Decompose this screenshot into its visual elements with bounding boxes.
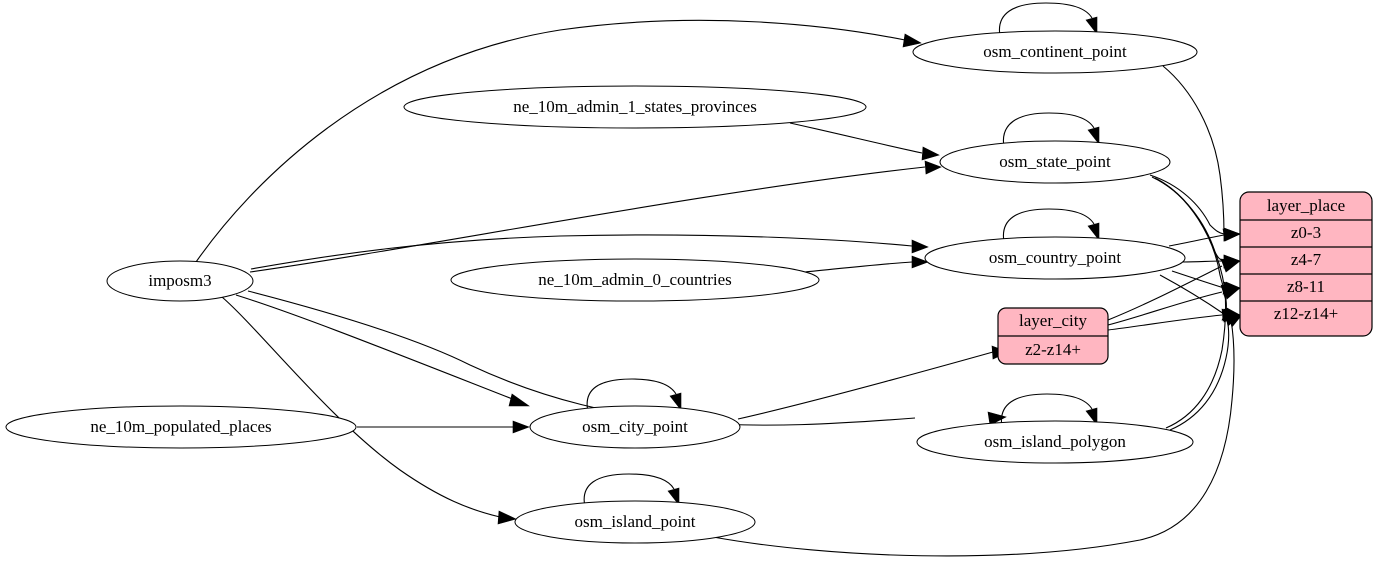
node-label-osm_state_point: osm_state_point <box>999 152 1111 171</box>
edge-layer_city-to-layer_place-z12_14 <box>1107 314 1223 331</box>
arrowhead <box>911 255 929 269</box>
edge-self-loop-osm_state_point <box>1002 112 1095 148</box>
node-label-ne_10m_admin_0_countries: ne_10m_admin_0_countries <box>538 270 732 289</box>
edge-ne_10m_admin_1_states_provinces-to-osm_state_point <box>789 122 923 154</box>
node-label-osm_island_polygon: osm_island_polygon <box>984 432 1126 451</box>
edge-imposm3-to-osm_island_polygon <box>247 290 916 426</box>
edge-osm_country_point-to-layer_place-z12_14 <box>1159 274 1225 315</box>
edge-imposm3-to-osm_state_point <box>249 166 926 273</box>
edge-osm_country_point-to-layer_place-z8_11 <box>1171 270 1225 289</box>
edge-layer_city-to-layer_place-z8_11 <box>1107 291 1223 326</box>
arrowhead <box>902 33 922 48</box>
node-label-osm_city_point: osm_city_point <box>582 417 688 436</box>
edge-osm_island_polygon-to-layer_place-z12_14 <box>1169 318 1230 431</box>
node-ne_10m_admin_0_countries[interactable]: ne_10m_admin_0_countries <box>450 258 820 302</box>
record-layer: layer_city z2-z14+ layer_place z0-3 z4-7… <box>997 191 1373 365</box>
edge-imposm3-to-osm_continent_point <box>195 19 906 263</box>
edge-osm_city_point-to-layer_city <box>737 351 994 420</box>
edge-imposm3-to-osm_island_point <box>221 296 501 518</box>
node-ne_10m_populated_places[interactable]: ne_10m_populated_places <box>5 405 357 449</box>
edge-osm_country_point-to-layer_place-z0_3 <box>1168 234 1225 247</box>
arrowhead <box>667 487 680 506</box>
node-label-osm_continent_point: osm_continent_point <box>983 42 1127 61</box>
edge-self-loop-osm_country_point <box>1002 208 1095 243</box>
record-row-layer_place-header: layer_place <box>1267 196 1345 215</box>
edge-osm_state_point-to-layer_place-z8_11 <box>1154 177 1225 289</box>
arrowhead <box>911 239 929 254</box>
arrowhead <box>1222 228 1241 242</box>
node-imposm3[interactable]: imposm3 <box>106 260 254 302</box>
edge-osm_continent_point-to-layer_place-z0_3 <box>1162 65 1225 235</box>
edge-osm_country_point-to-layer_place-z4_7 <box>1182 260 1225 263</box>
arrowhead <box>1223 285 1241 300</box>
node-ne_10m_admin_1_states_provinces[interactable]: ne_10m_admin_1_states_provinces <box>403 85 867 129</box>
edge-self-loop-osm_island_point <box>583 473 675 508</box>
node-label-osm_island_point: osm_island_point <box>575 512 696 531</box>
node-osm_continent_point[interactable]: osm_continent_point <box>912 30 1198 74</box>
node-label-ne_10m_populated_places: ne_10m_populated_places <box>90 417 271 436</box>
arrowhead <box>924 160 942 175</box>
arrowhead <box>1087 222 1100 241</box>
node-osm_island_point[interactable]: osm_island_point <box>514 500 756 544</box>
arrowhead <box>1085 16 1098 35</box>
node-label-osm_country_point: osm_country_point <box>989 248 1121 267</box>
node-label-ne_10m_admin_1_states_provinces: ne_10m_admin_1_states_provinces <box>513 97 757 116</box>
record-row-layer_place-z4-7[interactable]: z4-7 <box>1291 250 1322 269</box>
arrowhead <box>921 146 940 161</box>
arrowhead <box>512 420 530 434</box>
edge-ne_10m_admin_0_countries-to-osm_country_point <box>804 261 913 273</box>
arrowhead <box>1227 313 1242 328</box>
node-osm_country_point[interactable]: osm_country_point <box>924 236 1186 280</box>
edge-self-loop-osm_island_polygon <box>1000 393 1093 428</box>
edge-layer_city-to-layer_place-z4_7 <box>1107 265 1223 321</box>
arrowhead <box>987 411 1007 426</box>
arrowhead <box>508 393 530 407</box>
edge-imposm3-to-osm_city_point <box>235 294 516 401</box>
edge-imposm3-to-osm_country_point <box>250 234 913 270</box>
record-row-layer_place-z0-3[interactable]: z0-3 <box>1291 223 1321 242</box>
arrowhead <box>1087 126 1100 145</box>
node-osm_city_point[interactable]: osm_city_point <box>529 405 741 449</box>
arrowhead <box>669 392 682 411</box>
arrowhead <box>1220 258 1241 273</box>
record-layer_place[interactable]: layer_place z0-3 z4-7 z8-11 z12-z14+ <box>1239 191 1373 337</box>
record-layer_city[interactable]: layer_city z2-z14+ <box>997 307 1109 365</box>
node-label-imposm3: imposm3 <box>148 271 211 290</box>
record-row-layer_city-z2[interactable]: z2-z14+ <box>1025 340 1081 359</box>
record-row-layer_place-z8-11[interactable]: z8-11 <box>1287 277 1325 296</box>
arrowhead <box>1085 407 1098 426</box>
node-osm_island_polygon[interactable]: osm_island_polygon <box>916 420 1194 464</box>
node-osm_state_point[interactable]: osm_state_point <box>939 140 1171 184</box>
record-row-layer_place-z12-z14[interactable]: z12-z14+ <box>1274 304 1338 323</box>
edge-layer <box>195 2 1242 557</box>
arrowhead <box>497 510 517 525</box>
edge-osm_island_polygon-to-layer_place-z8_11 <box>1165 291 1227 429</box>
edge-osm_state_point-to-layer_place-z0_3 <box>1149 174 1225 235</box>
edge-self-loop-osm_city_point <box>586 378 677 413</box>
record-row-layer_city-header: layer_city <box>1019 311 1087 330</box>
edge-osm_island_point-to-layer_place-z12_14 <box>712 319 1235 557</box>
edge-self-loop-osm_continent_point <box>998 2 1093 37</box>
node-layer: imposm3 ne_10m_populated_places ne_10m_a… <box>5 30 1198 544</box>
